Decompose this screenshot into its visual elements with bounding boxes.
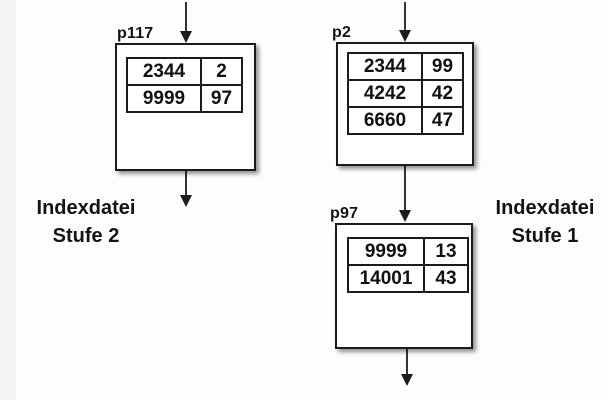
arrow-p2-to-p97: [399, 165, 411, 222]
pointer-cell: 47: [421, 106, 464, 135]
side-label-line: Stufe 1: [511, 225, 579, 247]
page-edge-strip: [0, 0, 16, 400]
key-cell: 2344: [347, 52, 423, 81]
table-row: 9999 97: [126, 84, 243, 113]
arrow-out-of-p97: [401, 348, 413, 386]
pointer-cell: 42: [421, 79, 464, 108]
table-row: 6660 47: [347, 106, 464, 135]
table-row: 2344 99: [347, 52, 464, 81]
page-box-p97: 9999 13 14001 43: [335, 223, 473, 349]
page-label-p97: p97: [330, 205, 359, 222]
page-table-p2: 2344 99 4242 42 6660 47: [347, 52, 464, 135]
label-indexdatei-stufe-2: Indexdatei Stufe 2: [11, 194, 161, 250]
label-indexdatei-stufe-1: Indexdatei Stufe 1: [470, 194, 608, 250]
page-table-p97: 9999 13 14001 43: [347, 237, 469, 293]
table-row: 9999 13: [347, 237, 469, 266]
pointer-cell: 97: [200, 84, 243, 113]
page-box-p2: 2344 99 4242 42 6660 47: [336, 42, 474, 166]
pointer-cell: 13: [423, 237, 469, 266]
arrow-into-p2: [399, 2, 411, 42]
table-row: 2344 2: [126, 57, 243, 86]
side-label-line: Stufe 2: [52, 225, 120, 247]
page-box-p117: 2344 2 9999 97: [115, 43, 256, 171]
page-label-p2: p2: [332, 24, 352, 41]
side-label-line: Indexdatei: [36, 197, 136, 219]
table-row: 14001 43: [347, 264, 469, 293]
page-table-p117: 2344 2 9999 97: [126, 57, 243, 113]
arrow-out-of-p117: [180, 171, 192, 207]
side-label-line: Indexdatei: [495, 197, 595, 219]
key-cell: 6660: [347, 106, 423, 135]
key-cell: 9999: [126, 84, 202, 113]
page-label-p117: p117: [117, 25, 154, 42]
arrow-into-p117: [180, 2, 192, 43]
key-cell: 4242: [347, 79, 423, 108]
table-row: 4242 42: [347, 79, 464, 108]
key-cell: 9999: [347, 237, 425, 266]
pointer-cell: 43: [423, 264, 469, 293]
pointer-cell: 2: [200, 57, 243, 86]
key-cell: 14001: [347, 264, 425, 293]
pointer-cell: 99: [421, 52, 464, 81]
key-cell: 2344: [126, 57, 202, 86]
